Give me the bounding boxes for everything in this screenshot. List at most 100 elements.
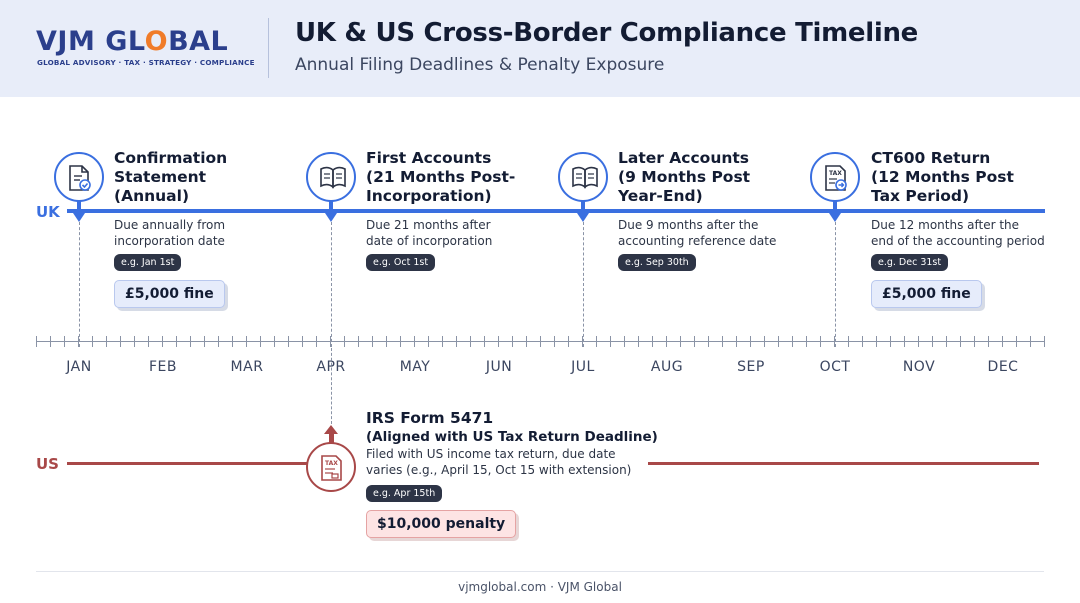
header-banner: VJM GLOBAL GLOBAL ADVISORY · TAX · STRAT…: [0, 0, 1080, 97]
month-label: DEC: [987, 359, 1019, 375]
connector-jul: [583, 222, 584, 347]
marker-stem: [329, 200, 333, 214]
axis-tick: [344, 336, 345, 347]
axis-tick: [78, 336, 79, 347]
axis-tick: [862, 336, 863, 347]
axis-tick: [890, 336, 891, 347]
connector-apr: [331, 222, 332, 347]
axis-tick: [974, 336, 975, 347]
uk-timeline-line: [67, 209, 1045, 213]
us-timeline-line-right: [648, 462, 1039, 465]
event-description: Filed with US income tax return, due dat…: [366, 447, 632, 477]
connector-jan: [79, 222, 80, 347]
axis-tick: [540, 336, 541, 347]
axis-tick: [736, 336, 737, 347]
axis-tick: [134, 336, 135, 347]
axis-tick: [834, 336, 835, 347]
axis-tick: [554, 336, 555, 347]
uk-lane-label: UK: [36, 203, 60, 221]
axis-tick: [204, 336, 205, 347]
axis-tick: [624, 336, 625, 347]
month-label: FEB: [148, 359, 177, 375]
axis-tick: [386, 336, 387, 347]
marker-stem: [581, 200, 585, 214]
axis-tick: [148, 336, 149, 347]
brand-logo[interactable]: VJM GLOBAL: [36, 26, 229, 57]
axis-tick: [876, 336, 877, 347]
axis-tick: [1030, 336, 1031, 347]
axis-tick: [932, 336, 933, 347]
marker-arrow: [325, 213, 337, 222]
axis-tick: [302, 336, 303, 347]
axis-tick: [442, 336, 443, 347]
axis-tick: [372, 336, 373, 347]
axis-tick: [582, 336, 583, 347]
axis-tick: [120, 336, 121, 347]
axis-tick: [400, 336, 401, 347]
example-date-badge: e.g. Dec 31st: [871, 254, 949, 271]
axis-tick: [820, 336, 821, 347]
axis-tick: [246, 336, 247, 347]
axis-tick: [162, 336, 163, 347]
axis-tick: [176, 336, 177, 347]
axis-tick: [36, 336, 37, 347]
month-label: JUN: [485, 359, 513, 375]
event-title: IRS Form 5471: [366, 409, 494, 427]
page-title: UK & US Cross-Border Compliance Timeline: [295, 18, 919, 48]
marker-arrow: [829, 213, 841, 222]
axis-tick: [946, 336, 947, 347]
axis-tick: [512, 336, 513, 347]
axis-tick: [638, 336, 639, 347]
axis-tick: [218, 336, 219, 347]
axis-tick: [498, 336, 499, 347]
svg-text:TAX: TAX: [829, 170, 842, 177]
footer-text[interactable]: vjmglobal.com · VJM Global: [458, 580, 622, 594]
axis-tick: [694, 336, 695, 347]
marker-arrow-up: [324, 425, 338, 434]
marker-stem: [329, 433, 334, 443]
connector-us-apr: [331, 348, 332, 424]
axis-tick: [666, 336, 667, 347]
axis-tick: [232, 336, 233, 347]
axis-tick: [596, 336, 597, 347]
header-divider: [268, 18, 269, 78]
axis-tick: [680, 336, 681, 347]
axis-tick: [1016, 336, 1017, 347]
axis-tick: [1002, 336, 1003, 347]
penalty-badge: $10,000 penalty: [366, 510, 517, 538]
axis-tick: [750, 336, 751, 347]
marker-arrow: [73, 213, 85, 222]
example-date-badge: e.g. Oct 1st: [366, 254, 436, 271]
axis-tick: [106, 336, 107, 347]
axis-tick: [484, 336, 485, 347]
footer-divider: [36, 571, 1044, 572]
event-title: First Accounts(21 Months Post-Incorporat…: [366, 149, 516, 205]
svg-text:TAX: TAX: [325, 460, 338, 467]
month-label: JAN: [66, 359, 92, 375]
example-date-badge: e.g. Jan 1st: [114, 254, 182, 271]
axis-tick: [64, 336, 65, 347]
month-label: NOV: [902, 359, 936, 375]
month-label: SEP: [737, 359, 765, 375]
marker-stem: [77, 200, 81, 214]
axis-tick: [190, 336, 191, 347]
axis-tick: [260, 336, 261, 347]
axis-tick: [806, 336, 807, 347]
month-label: AUG: [650, 359, 684, 375]
tax-form-icon: TAX: [306, 442, 356, 492]
axis-tick: [288, 336, 289, 347]
us-lane-label: US: [36, 455, 59, 473]
example-date-badge: e.g. Apr 15th: [366, 485, 443, 502]
axis-tick: [470, 336, 471, 347]
example-date-badge: e.g. Sep 30th: [618, 254, 696, 271]
month-label: APR: [316, 359, 346, 375]
axis-tick: [414, 336, 415, 347]
month-axis: [36, 336, 1045, 348]
axis-tick: [92, 336, 93, 347]
